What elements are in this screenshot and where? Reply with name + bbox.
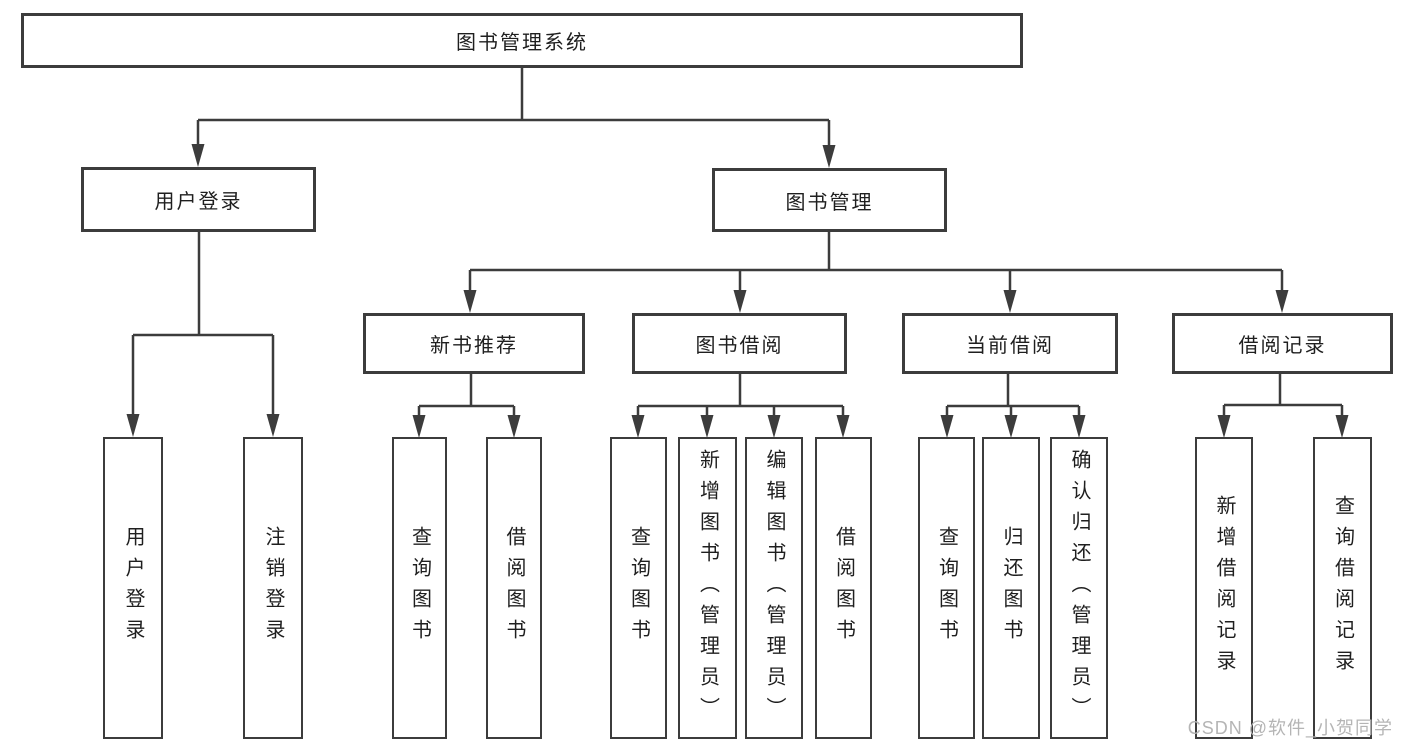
arrowhead-icon — [507, 415, 521, 438]
leaf-query-books-recommend-label: 查询图书 — [408, 526, 431, 650]
leaf-query-borrow-record: 查询借阅记录 — [1313, 437, 1372, 739]
connector-bookborrow-to-leaves — [636, 374, 845, 423]
arrowhead-icon — [1072, 415, 1086, 438]
node-new-book-recommend-label: 新书推荐 — [430, 335, 518, 357]
leaf-query-borrow-record-label: 查询借阅记录 — [1331, 495, 1354, 681]
arrowhead-icon — [1335, 415, 1349, 438]
node-borrow-records: 借阅记录 — [1172, 313, 1393, 374]
leaf-edit-book-admin-label: 编辑图书（管理员） — [763, 448, 785, 728]
leaf-query-books-borrow: 查询图书 — [610, 437, 667, 739]
watermark: CSDN @软件_小贺同学 — [1187, 718, 1393, 738]
leaf-confirm-return-admin: 确认归还（管理员） — [1050, 437, 1108, 739]
arrowhead-icon — [463, 290, 477, 313]
arrowheads — [126, 144, 1349, 438]
arrowhead-icon — [191, 144, 205, 167]
arrowhead-icon — [1217, 415, 1231, 438]
node-user-login-label: 用户登录 — [154, 191, 243, 213]
leaf-query-books-recommend: 查询图书 — [392, 437, 447, 739]
node-book-management-label: 图书管理 — [785, 191, 874, 214]
node-book-borrowing: 图书借阅 — [632, 313, 847, 374]
connector-records-to-leaves — [1222, 374, 1344, 423]
leaf-add-book-admin: 新增图书（管理员） — [678, 437, 737, 739]
leaf-borrow-books: 借阅图书 — [815, 437, 872, 739]
connector-userlogin-to-leaves — [131, 232, 275, 422]
arrowhead-icon — [767, 415, 781, 438]
connector-currentborrow-to-leaves — [945, 374, 1081, 423]
node-root-label: 图书管理系统 — [456, 32, 588, 54]
leaf-logout-label: 注销登录 — [262, 526, 284, 650]
node-book-borrowing-label: 图书借阅 — [695, 335, 784, 357]
leaf-query-books-current-label: 查询图书 — [935, 526, 958, 650]
node-new-book-recommend: 新书推荐 — [363, 313, 585, 374]
leaf-return-book-label: 归还图书 — [1000, 526, 1022, 650]
arrowhead-icon — [940, 415, 954, 438]
leaf-add-borrow-record: 新增借阅记录 — [1195, 437, 1253, 739]
leaf-query-books-current: 查询图书 — [918, 437, 975, 739]
node-borrow-records-label: 借阅记录 — [1238, 335, 1327, 357]
leaf-add-borrow-record-label: 新增借阅记录 — [1213, 495, 1235, 681]
connector-newbooks-to-leaves — [417, 374, 516, 423]
leaf-add-book-admin-label: 新增图书（管理员） — [696, 448, 719, 728]
node-current-borrowing-label: 当前借阅 — [966, 335, 1054, 357]
leaf-confirm-return-admin-label: 确认归还（管理员） — [1068, 448, 1090, 728]
leaf-query-books-borrow-label: 查询图书 — [627, 526, 650, 650]
node-root: 图书管理系统 — [21, 13, 1023, 68]
arrowhead-icon — [1275, 290, 1289, 313]
leaf-borrow-books-label: 借阅图书 — [832, 526, 855, 650]
node-book-management: 图书管理 — [712, 168, 947, 232]
connector-root-to-level2 — [196, 68, 831, 153]
leaf-user-login: 用户登录 — [103, 437, 163, 739]
arrowhead-icon — [412, 415, 426, 438]
arrowhead-icon — [836, 415, 850, 438]
node-current-borrowing: 当前借阅 — [902, 313, 1118, 374]
leaf-return-book: 归还图书 — [982, 437, 1040, 739]
node-user-login: 用户登录 — [81, 167, 316, 232]
arrowhead-icon — [126, 414, 140, 437]
connector-bookmgmt-to-level3 — [468, 232, 1284, 298]
arrowhead-icon — [266, 414, 280, 437]
arrowhead-icon — [700, 415, 714, 438]
leaf-edit-book-admin: 编辑图书（管理员） — [745, 437, 803, 739]
arrowhead-icon — [631, 415, 645, 438]
leaf-user-login-label: 用户登录 — [122, 526, 144, 650]
arrowhead-icon — [733, 290, 747, 313]
arrowhead-icon — [1004, 415, 1018, 438]
arrowhead-icon — [822, 145, 836, 168]
leaf-borrow-books-recommend-label: 借阅图书 — [503, 526, 525, 650]
arrowhead-icon — [1003, 290, 1017, 313]
leaf-logout: 注销登录 — [243, 437, 303, 739]
leaf-borrow-books-recommend: 借阅图书 — [486, 437, 542, 739]
